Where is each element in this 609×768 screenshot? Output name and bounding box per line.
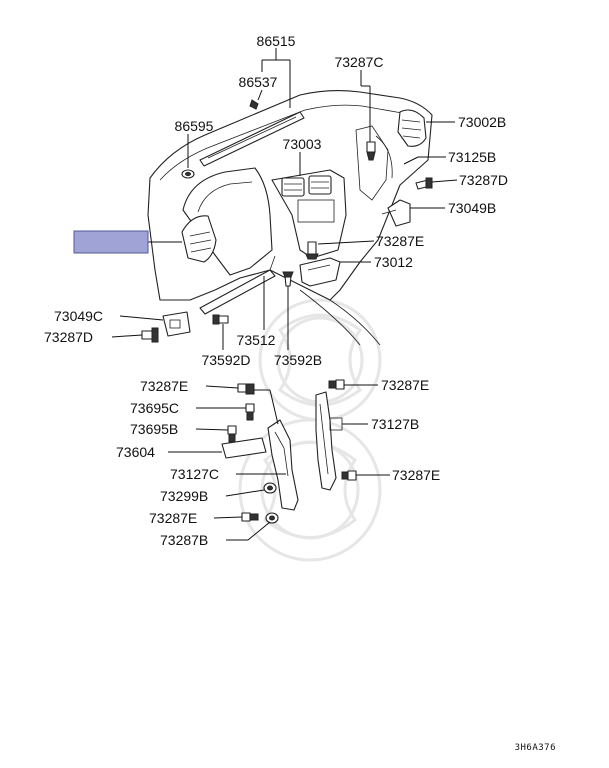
label-73695b[interactable]: 73695B xyxy=(130,421,178,437)
label-73049c[interactable]: 73049C xyxy=(54,308,103,324)
label-73287b[interactable]: 73287B xyxy=(160,532,208,548)
label-73127b[interactable]: 73127B xyxy=(371,416,419,432)
label-73287e-l1[interactable]: 73287E xyxy=(140,378,188,394)
label-86537[interactable]: 86537 xyxy=(239,74,278,90)
label-73287e-r1[interactable]: 73287E xyxy=(381,377,429,393)
label-73604[interactable]: 73604 xyxy=(116,444,155,460)
label-73512[interactable]: 73512 xyxy=(237,332,276,348)
label-73299b[interactable]: 73299B xyxy=(160,488,208,504)
part-labels: 86515 86537 86595 73287C 73003 73002B 73… xyxy=(44,33,508,548)
label-73003[interactable]: 73003 xyxy=(283,136,322,152)
drawing-code: 3H6A376 xyxy=(515,743,556,753)
label-73592d[interactable]: 73592D xyxy=(201,352,250,368)
label-73287d-right[interactable]: 73287D xyxy=(459,172,508,188)
instrument-panel-drawing xyxy=(141,89,433,346)
highlighted-part-box[interactable] xyxy=(73,230,149,254)
label-73287e-r2[interactable]: 73287E xyxy=(392,467,440,483)
leader-lines xyxy=(111,48,458,541)
label-73012[interactable]: 73012 xyxy=(374,254,413,270)
label-73127c[interactable]: 73127C xyxy=(170,466,219,482)
label-73695c[interactable]: 73695C xyxy=(130,400,179,416)
label-73002b[interactable]: 73002B xyxy=(458,114,506,130)
label-73287c[interactable]: 73287C xyxy=(334,54,383,70)
label-73125b[interactable]: 73125B xyxy=(448,149,496,165)
label-86515[interactable]: 86515 xyxy=(257,33,296,49)
label-73287e-l2[interactable]: 73287E xyxy=(149,510,197,526)
label-73049b[interactable]: 73049B xyxy=(448,200,496,216)
label-73287e-top[interactable]: 73287E xyxy=(376,233,424,249)
label-86595[interactable]: 86595 xyxy=(175,118,214,134)
lower-brackets-drawing xyxy=(221,379,357,524)
label-73287d-left[interactable]: 73287D xyxy=(44,329,93,345)
label-73592b[interactable]: 73592B xyxy=(274,352,322,368)
